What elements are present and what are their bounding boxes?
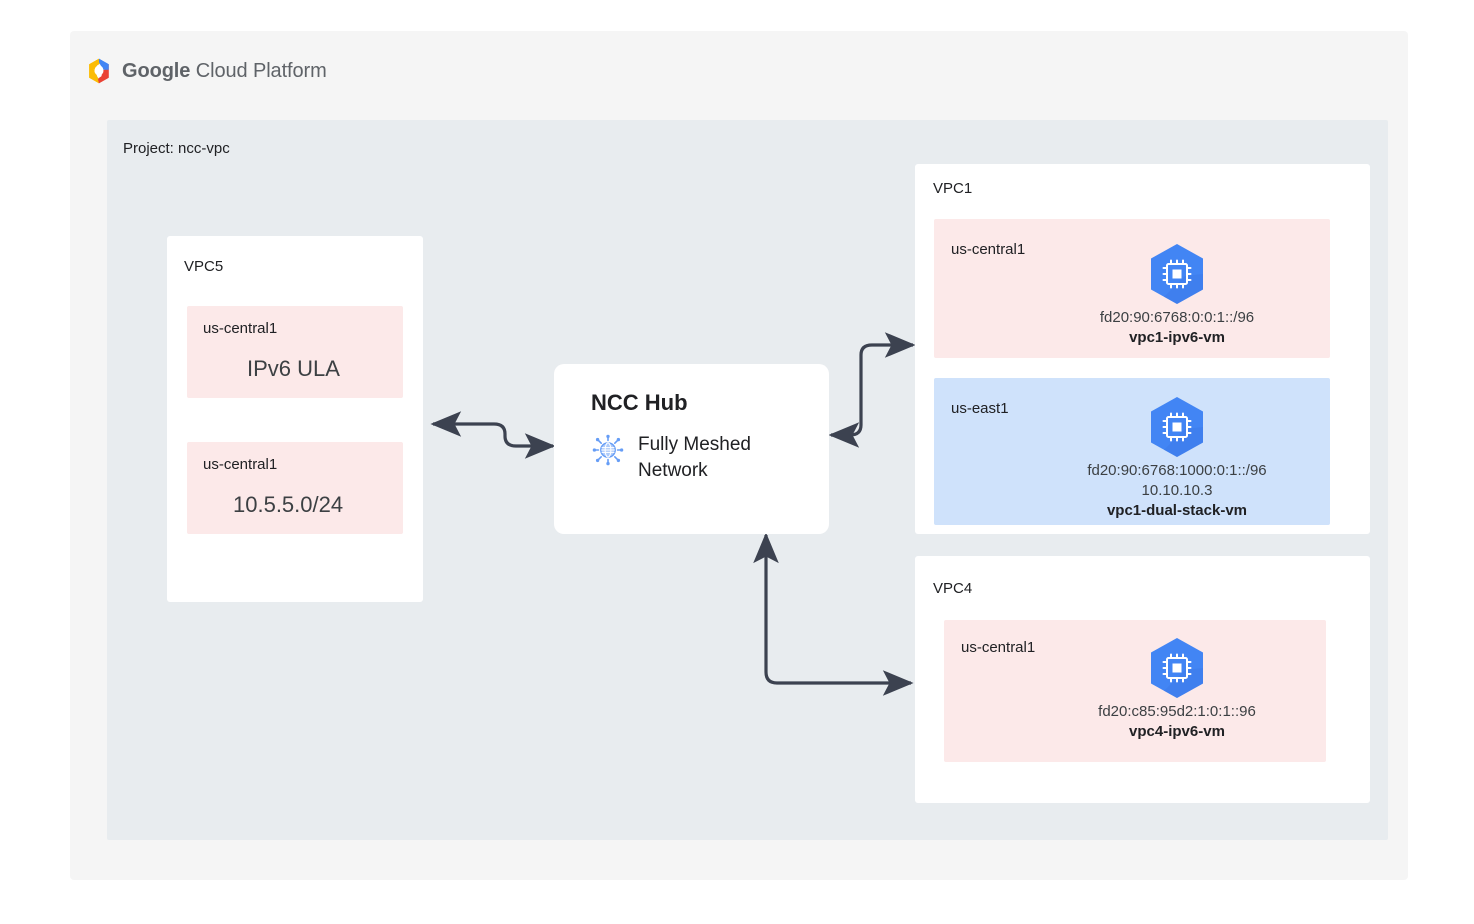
region-label-vpc1-us-east1: us-east1	[951, 400, 1009, 417]
compute-vm-icon	[1151, 244, 1203, 304]
ncc-hub-subtitle-row: Fully Meshed Network	[592, 432, 788, 483]
vm-text-block: fd20:90:6768:1000:0:1::/96 10.10.10.3 vp…	[1087, 461, 1266, 520]
vm-node-vpc1-ipv6-vm[interactable]: fd20:90:6768:0:0:1::/96 vpc1-ipv6-vm	[1047, 243, 1307, 348]
vpc-title-vpc5: VPC5	[184, 258, 224, 275]
ncc-hub-box[interactable]	[554, 364, 829, 534]
region-label-vpc1-us-central1: us-central1	[951, 241, 1026, 258]
region-value-ipv6-ula: IPv6 ULA	[247, 356, 340, 381]
region-box-vpc5-us-central1-ula	[187, 306, 403, 398]
brand-cloud-platform-text: Cloud Platform	[195, 59, 327, 82]
vm-text-block: fd20:c85:95d2:1:0:1::96 vpc4-ipv6-vm	[1098, 702, 1256, 742]
vm-node-vpc4-ipv6-vm[interactable]: fd20:c85:95d2:1:0:1::96 vpc4-ipv6-vm	[1047, 637, 1307, 742]
region-box-vpc4-us-central1	[944, 620, 1326, 762]
ncc-hub-subtitle: Fully Meshed Network	[638, 434, 751, 481]
region-value-cidr: 10.5.5.0/24	[233, 492, 344, 517]
region-label-vpc4-us-central1: us-central1	[961, 639, 1036, 656]
brand-google-text: Google	[122, 59, 191, 82]
vm-name: vpc1-dual-stack-vm	[1106, 501, 1248, 519]
vpc-title-vpc4: VPC4	[933, 580, 973, 597]
gcp-brand-lockup: Google Cloud Platform	[85, 57, 327, 85]
vm-node-vpc1-dual-stack-vm[interactable]: fd20:90:6768:1000:0:1::/96 10.10.10.3 vp…	[1047, 396, 1307, 520]
vm-address-ipv6: fd20:90:6768:1000:0:1::/96	[1087, 462, 1267, 479]
vm-name: vpc1-ipv6-vm	[1129, 328, 1225, 346]
region-box-vpc5-us-central1-cidr	[187, 442, 403, 534]
vpc-title-vpc1: VPC1	[933, 180, 973, 197]
region-box-vpc1-us-central1	[934, 219, 1330, 358]
vm-text-block: fd20:90:6768:0:0:1::/96 vpc1-ipv6-vm	[1100, 308, 1254, 348]
region-label-vpc5-cidr: us-central1	[203, 456, 278, 473]
gcp-hexagon-logo-icon	[89, 58, 109, 84]
vpc-box-vpc5	[167, 236, 423, 602]
vm-address: fd20:c85:95d2:1:0:1::96	[1098, 703, 1256, 720]
ncc-hub-title: NCC Hub	[591, 390, 688, 415]
region-label-vpc5-ula: us-central1	[203, 320, 278, 337]
vm-name: vpc4-ipv6-vm	[1129, 722, 1225, 740]
ncc-hub-spokes-icon	[592, 434, 624, 466]
region-box-vpc1-us-east1	[934, 378, 1330, 525]
vm-address: fd20:90:6768:0:0:1::/96	[1099, 309, 1255, 326]
vm-address-ipv4: 10.10.10.3	[1141, 481, 1213, 499]
project-label: Project: ncc-vpc	[123, 140, 230, 157]
brand-wordmark: Google Cloud Platform	[122, 60, 327, 83]
compute-vm-icon	[1151, 397, 1203, 457]
compute-vm-icon	[1151, 638, 1203, 698]
